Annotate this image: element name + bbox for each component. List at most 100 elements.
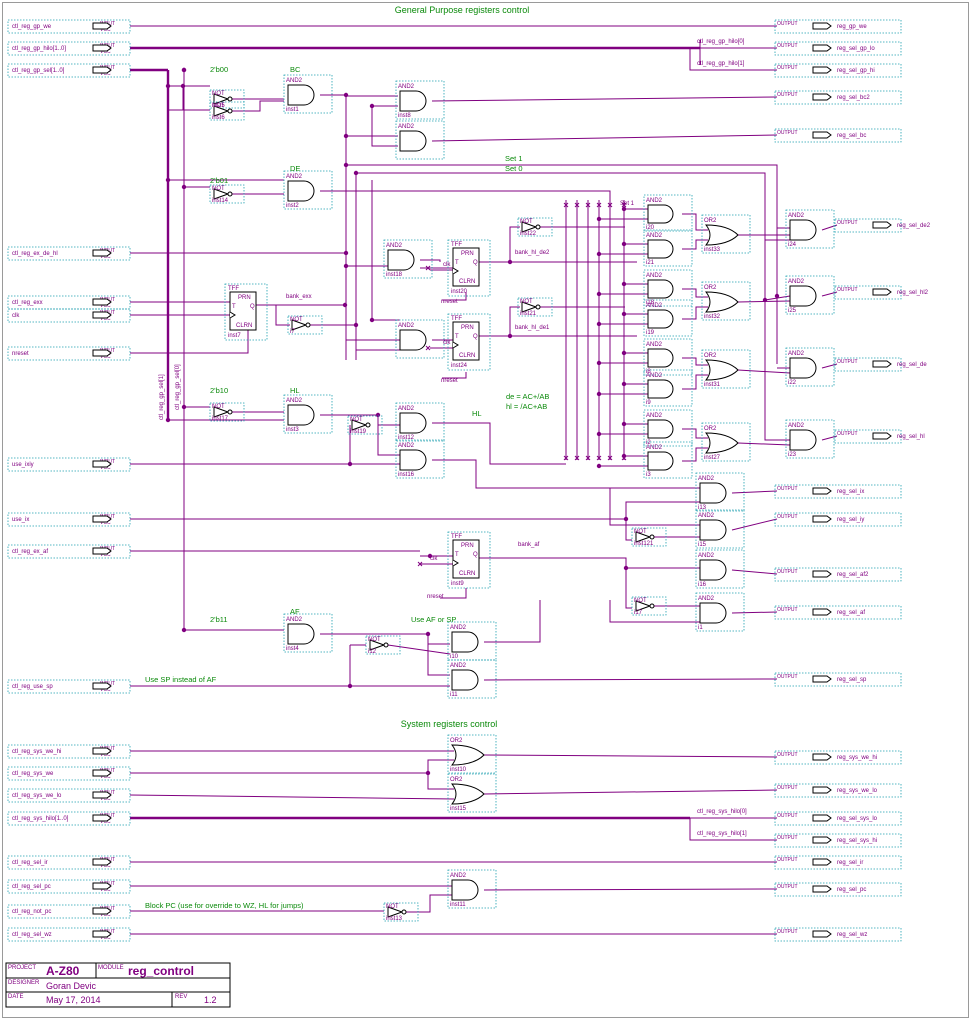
and-inst1 [287, 84, 315, 106]
and-i13 [699, 482, 727, 504]
input-symbol [92, 311, 112, 319]
and-i25-frame [785, 275, 835, 315]
junction-dot [621, 350, 627, 356]
not-inst22-frame [517, 217, 553, 237]
wire [440, 588, 467, 599]
output-pin-name: reg_sel_hl2 [897, 290, 929, 296]
output-symbol [812, 515, 832, 523]
tff-inst9-clock [452, 559, 459, 567]
input-port-frame [7, 544, 131, 559]
and-i22-frame [785, 347, 835, 387]
instance-name: i12 [368, 649, 377, 655]
not-inst19-bubble [365, 422, 371, 428]
vcc-label: VCC [100, 465, 111, 471]
gate-type-label: AND2 [450, 873, 467, 879]
wire [256, 304, 290, 326]
instance-name: i10 [450, 654, 459, 660]
gate-type-label: OR2 [704, 218, 717, 224]
no-connect-mark [596, 202, 602, 208]
output-port-frame [774, 128, 902, 143]
not-i7 [291, 319, 308, 331]
output-type: OUTPUT [777, 752, 798, 758]
wire [130, 759, 454, 774]
clrn-label: CLRN [459, 279, 475, 285]
input-symbol [92, 930, 112, 938]
output-type: OUTPUT [837, 359, 858, 365]
wire [479, 306, 520, 337]
not-inst14-frame [209, 184, 245, 204]
junction-dot [347, 461, 353, 467]
wire [130, 425, 351, 465]
and-i11-frame [447, 659, 497, 699]
output-type: OUTPUT [777, 884, 798, 890]
gate-type-label: NOT [212, 186, 225, 192]
input-pin-name: ctl_reg_sys_we [12, 771, 54, 777]
gate-type-label: AND2 [788, 279, 805, 285]
output-port-frame [834, 429, 902, 444]
gate-type-label: AND2 [788, 423, 805, 429]
wire [483, 888, 778, 891]
gate-type-label: AND2 [450, 663, 467, 669]
not-inst19-frame [347, 415, 383, 435]
and-i25 [789, 285, 817, 307]
wire [689, 818, 777, 841]
input-pin-name: ctl_reg_exx [12, 300, 43, 306]
output-pin-name: reg_sel_pc [837, 887, 866, 893]
instance-name: i13 [698, 505, 707, 511]
wire [625, 568, 632, 609]
instance-name: inst24 [451, 363, 468, 369]
vcc-label: VCC [100, 935, 111, 941]
output-type: OUTPUT [777, 92, 798, 98]
clrn-label: CLRN [459, 353, 475, 359]
output-pin-name: reg_sel_bc2 [837, 95, 870, 101]
output-port-frame [774, 567, 902, 582]
net-bank-af: bank_af [518, 542, 540, 548]
instance-name: i18 [646, 300, 655, 306]
wire [731, 518, 778, 531]
and-i1 [699, 602, 727, 624]
gate-type-label: NOT [212, 91, 225, 97]
not-inst13 [387, 906, 404, 918]
instance-name: inst17 [212, 416, 229, 422]
instance-name: i23 [788, 452, 797, 458]
and-i10-frame [447, 621, 497, 661]
vcc-label: VCC [100, 819, 111, 825]
date-label: DATE [8, 994, 24, 1000]
instance-name: inst32 [704, 314, 721, 320]
not-inst13-frame [383, 902, 419, 922]
net-gp-sel0: ctl_reg_gp_sel[0] [175, 364, 181, 410]
and-inst8-frame [395, 80, 445, 120]
gate-type-label: NOT [634, 598, 647, 604]
junction-dot [353, 170, 359, 176]
no-connect-mark [621, 202, 627, 208]
vcc-label: VCC [100, 49, 111, 55]
or-inst10-frame [447, 734, 497, 774]
wire [420, 259, 441, 262]
junction-dot [353, 322, 359, 328]
junction-dot [621, 381, 627, 387]
no-connect-mark [596, 455, 602, 461]
and-i19 [647, 309, 674, 329]
junction-dot [369, 317, 375, 323]
instance-name: inst5 [212, 103, 225, 109]
output-pin-name: reg_sel_de [897, 362, 927, 368]
output-symbol [812, 131, 832, 139]
vcc-label: VCC [100, 71, 111, 77]
output-type: OUTPUT [777, 514, 798, 520]
gate-type-label: TFF [228, 286, 239, 292]
and-i15 [699, 519, 727, 541]
junction-dot [343, 250, 349, 256]
not-inst17-bubble [227, 409, 233, 415]
junction-dot [181, 627, 187, 633]
not-inst6 [213, 105, 230, 117]
and-i9-frame [643, 369, 693, 407]
instance-name: inst121 [634, 541, 654, 547]
no-connect-mark [574, 202, 580, 208]
junction-dot [369, 103, 375, 109]
instance-name: inst9 [451, 581, 464, 587]
wire [731, 611, 778, 614]
gate-type-label: AND2 [286, 174, 303, 180]
wire [427, 773, 454, 790]
junction-dot [621, 421, 627, 427]
